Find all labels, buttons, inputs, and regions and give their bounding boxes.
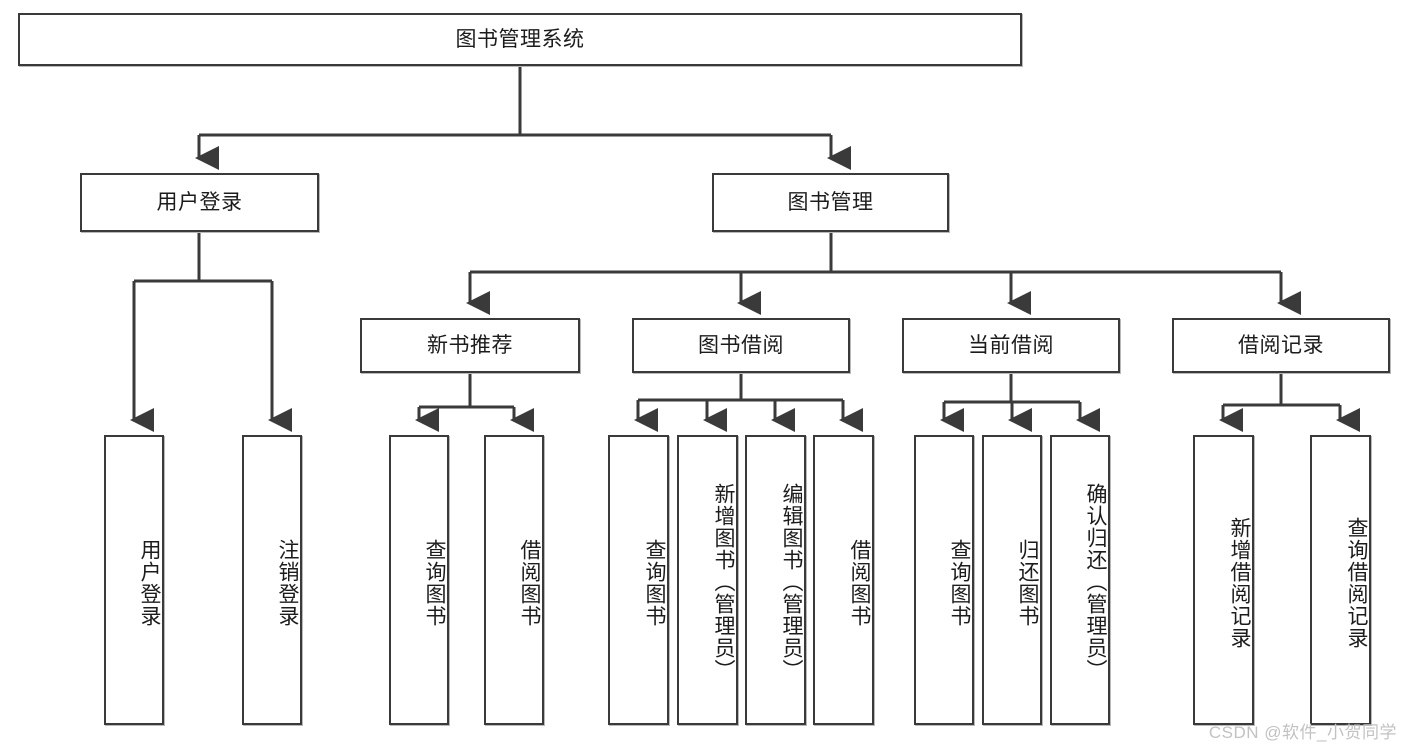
leaf-query-borrow-record[interactable]: 查询借阅记录 [1310, 435, 1371, 725]
leaf-user-login[interactable]: 用户登录 [104, 435, 164, 725]
node-current-borrow[interactable]: 当前借阅 [902, 318, 1120, 373]
node-book-borrow[interactable]: 图书借阅 [632, 318, 850, 373]
leaf-borrow-books[interactable]: 借阅图书 [813, 435, 874, 725]
leaf-add-book-admin[interactable]: 新增图书（管理员） [677, 435, 738, 725]
node-book-management[interactable]: 图书管理 [712, 173, 949, 232]
node-new-book-recommend[interactable]: 新书推荐 [360, 318, 580, 373]
leaf-query-books-current[interactable]: 查询图书 [914, 435, 974, 725]
leaf-user-logout[interactable]: 注销登录 [242, 435, 302, 725]
leaf-query-books-recommend[interactable]: 查询图书 [389, 435, 449, 725]
leaf-add-borrow-record[interactable]: 新增借阅记录 [1193, 435, 1254, 725]
leaf-confirm-return-admin[interactable]: 确认归还（管理员） [1050, 435, 1110, 725]
leaf-borrow-books-recommend[interactable]: 借阅图书 [484, 435, 544, 725]
leaf-edit-book-admin[interactable]: 编辑图书（管理员） [745, 435, 806, 725]
node-borrow-records[interactable]: 借阅记录 [1172, 318, 1390, 373]
leaf-query-books-borrow[interactable]: 查询图书 [608, 435, 669, 725]
node-user-login[interactable]: 用户登录 [80, 173, 319, 232]
node-root[interactable]: 图书管理系统 [18, 13, 1022, 66]
csdn-watermark: CSDN @软件_小贺同学 [1208, 723, 1397, 742]
leaf-return-books[interactable]: 归还图书 [982, 435, 1042, 725]
